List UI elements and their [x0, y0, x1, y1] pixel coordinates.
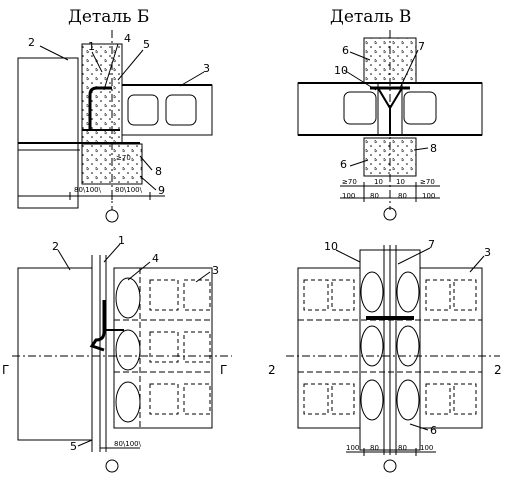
title-detail-b: Деталь Б: [68, 7, 149, 27]
section-2-left: 2: [268, 363, 276, 377]
hollow-slab-3: [121, 84, 213, 136]
detail-b-plan: [12, 243, 232, 473]
section-mark-left: Г: [2, 363, 9, 377]
callout-4-plan: 4: [152, 252, 159, 265]
upper-column-6: [363, 37, 417, 84]
callout-2: 2: [28, 36, 35, 49]
slab-left: [297, 82, 379, 136]
callout-1-plan: 1: [118, 234, 125, 247]
callout-8-v: 8: [430, 142, 437, 155]
axis-marker-b-plan: [105, 459, 119, 473]
dim-80-left: 80: [370, 192, 379, 200]
detail-v-top: [297, 30, 483, 221]
dim-plan-100-left: 100: [346, 444, 359, 452]
slab-plan-3: [113, 267, 213, 429]
callout-3-plan-v: 3: [484, 246, 491, 259]
callout-10-plan: 10: [324, 240, 338, 253]
detail-b-top: [17, 30, 213, 223]
detail-b-plan-labels: 2 1 4 3 5 80\100\ Г Г: [2, 234, 227, 453]
note-left-min: ≥70: [342, 178, 357, 186]
note-mid-10b: 10: [396, 178, 405, 186]
detail-v-top-labels: 6 10 7 6 8 ≥70 10 10 ≥70 100 80 80 100: [334, 40, 437, 200]
plan-panel-left: [297, 267, 361, 429]
axis-marker-v: [383, 207, 397, 221]
section-mark-right: Г: [220, 363, 227, 377]
dim-plan-80-left: 80: [370, 444, 379, 452]
callout-5-plan: 5: [70, 440, 77, 453]
dim-left: 80\100\: [74, 186, 102, 194]
plan-panel-right: [419, 267, 483, 429]
note-right-min: ≥70: [420, 178, 435, 186]
callout-6-bottom: 6: [340, 158, 347, 171]
callout-1: 1: [88, 40, 95, 53]
callout-2-plan: 2: [52, 240, 59, 253]
title-detail-v: Деталь В: [330, 7, 411, 27]
dim-plan-100-right: 100: [420, 444, 433, 452]
detail-v-plan-labels: 10 7 3 6 2 2 100 80 80 100: [268, 238, 502, 452]
dim-plan-80-right: 80: [398, 444, 407, 452]
callout-10: 10: [334, 64, 348, 77]
rebar-loop-4: [88, 86, 112, 130]
callout-7: 7: [418, 40, 425, 53]
wall-panel-2: [17, 57, 79, 209]
dim-100-right: 100: [422, 192, 435, 200]
axis-marker-b: [105, 209, 119, 223]
callout-3-plan: 3: [212, 264, 219, 277]
section-2-right: 2: [494, 363, 502, 377]
callout-8: 8: [155, 165, 162, 178]
note-min-70: ≥70: [116, 154, 131, 162]
dim-80-right: 80: [398, 192, 407, 200]
callout-4: 4: [124, 32, 131, 45]
callout-3: 3: [203, 62, 210, 75]
wall-panel-plan: [17, 267, 93, 441]
detail-v-plan: [286, 245, 500, 473]
slab-right: [401, 82, 483, 136]
callout-6-top: 6: [342, 44, 349, 57]
dim-right: 80\100\: [115, 186, 143, 194]
callout-5: 5: [143, 38, 150, 51]
detail-b-top-labels: 2 1 4 5 3 8 9 ≥70 80\100\ 80\100\: [28, 32, 210, 197]
axis-marker-v-plan: [383, 459, 397, 473]
callout-9: 9: [158, 184, 165, 197]
dim-100-left: 100: [342, 192, 355, 200]
note-mid-10a: 10: [374, 178, 383, 186]
dim-plan: 80\100\: [114, 440, 142, 448]
callout-7-plan: 7: [428, 238, 435, 251]
callout-6-plan: 6: [430, 424, 437, 437]
